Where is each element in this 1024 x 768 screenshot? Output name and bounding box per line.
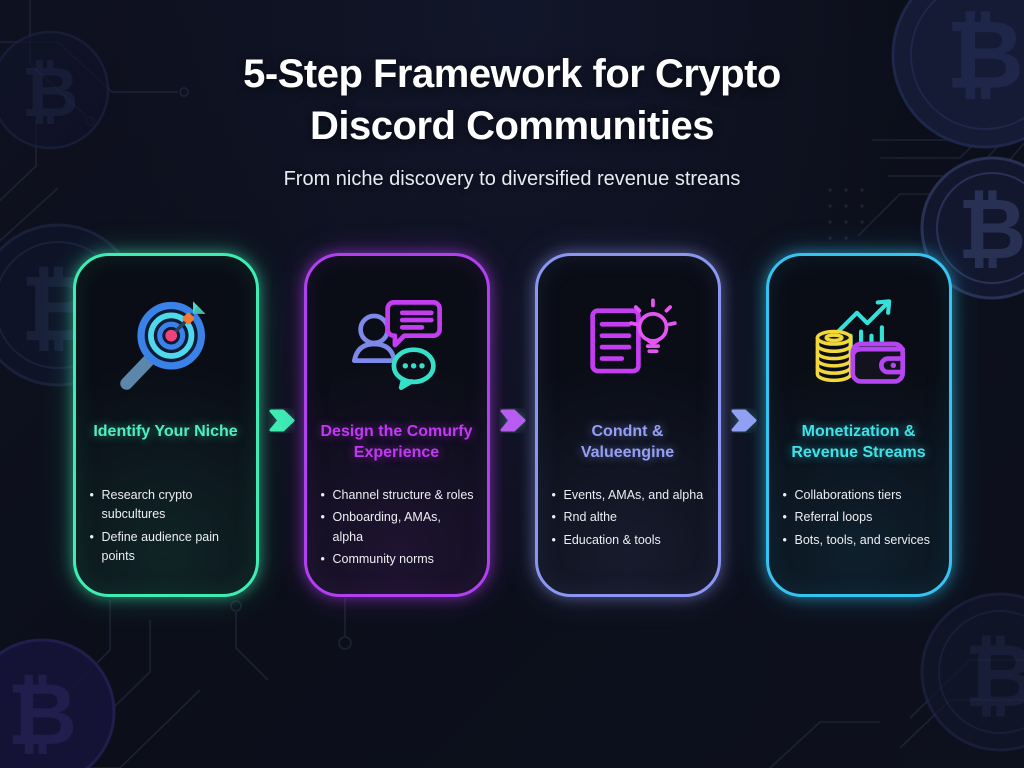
bullet-item: Rnd althe [552,508,706,528]
bullet-item: Onboarding, AMAs, alpha [321,508,475,547]
steps-flow-row: Identify Your Niche Research crypto subc… [0,253,1024,597]
card-bullet-list: Research crypto subcultures Define audie… [76,486,256,570]
step-card-monetization: Monetization & Revenue Streams Collabora… [765,253,952,597]
bullet-item: Research crypto subcultures [90,486,244,525]
card-bullet-list: Events, AMAs, and alpha Rnd althe Educat… [538,486,718,553]
page-subtitle: From niche discovery to diversified reve… [283,168,741,190]
bullet-item: Referral loops [783,508,937,528]
flow-arrow-icon [721,408,766,433]
svg-text:₿: ₿ [7,667,77,763]
step-card-community-experience: Design the Comurfy Experience Channel st… [303,253,490,597]
header: 5-Step Framework for Crypto Discord Comm… [0,48,1024,191]
person-chat-bubbles-icon [307,280,487,408]
svg-text:₿: ₿ [964,626,1024,725]
bullet-item: Events, AMAs, and alpha [552,486,706,506]
card-title: Design the Comurfy Experience [320,423,473,461]
bullet-item: Channel structure & roles [321,486,475,506]
bullet-item: Bots, tools, and services [783,531,937,551]
flow-arrow-icon [490,408,535,433]
card-title: Identify Your Niche [93,423,238,440]
bullet-item: Define audience pain points [90,528,244,567]
bullet-item: Collaborations tiers [783,486,937,506]
bullet-item: Community norms [321,550,475,570]
flow-arrow-icon [259,408,304,433]
step-card-identify-niche: Identify Your Niche Research crypto subc… [72,253,259,597]
card-title: Monetization & Revenue Streams [791,423,926,461]
card-title: Condnt & Valueengine [580,423,675,461]
card-bullet-list: Collaborations tiers Referral loops Bots… [769,486,949,553]
card-bullet-list: Channel structure & roles Onboarding, AM… [307,486,487,573]
bullet-item: Education & tools [552,531,706,551]
document-lightbulb-icon [538,280,718,408]
step-card-content-value: Condnt & Valueengine Events, AMAs, and a… [534,253,721,597]
page-title: 5-Step Framework for Crypto Discord Comm… [243,52,781,148]
coins-wallet-growth-chart-icon [769,280,949,408]
magnifier-target-dart-icon [76,280,256,408]
